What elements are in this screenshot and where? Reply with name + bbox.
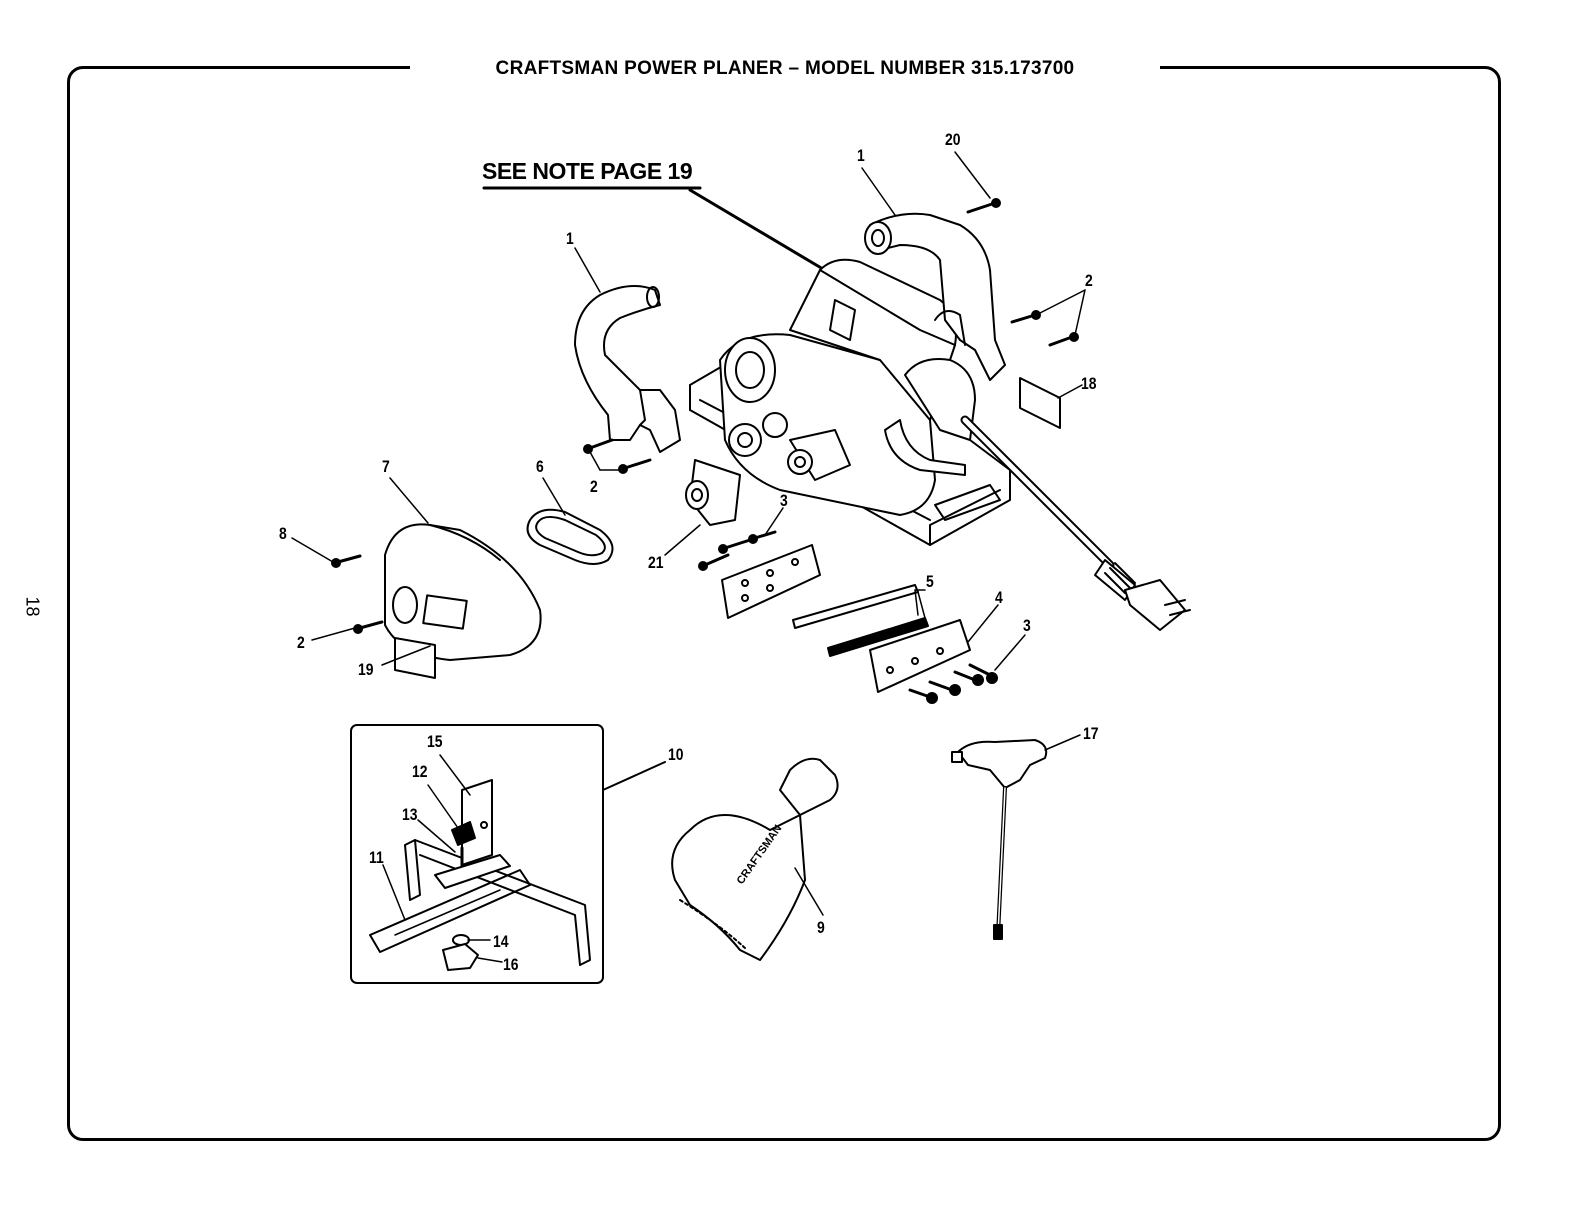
leader-10 [603, 762, 665, 790]
note-leader [484, 188, 828, 272]
callout-11: 11 [369, 848, 384, 868]
callout-10: 10 [668, 745, 684, 765]
callout-19: 19 [358, 660, 374, 680]
callout-5: 5 [926, 572, 934, 592]
callout-12: 12 [412, 762, 428, 782]
callout-14: 14 [493, 932, 509, 952]
label-18-decal [1020, 378, 1060, 428]
callout-18: 18 [1081, 374, 1097, 394]
blade-drum [686, 460, 740, 525]
callout-17: 17 [1083, 724, 1099, 744]
callout-9: 9 [817, 918, 825, 938]
callout-6: 6 [536, 457, 544, 477]
callout-4: 4 [995, 588, 1003, 608]
callout-1-front-handle: 1 [566, 229, 574, 249]
callout-15: 15 [427, 732, 443, 752]
callout-2-rear: 2 [1085, 271, 1093, 291]
callout-20: 20 [945, 130, 961, 150]
callout-2-cover: 2 [297, 633, 305, 653]
edge-guide-inset [351, 725, 603, 983]
drive-belt [528, 510, 613, 564]
callout-16: 16 [503, 955, 519, 975]
callout-3-upper: 3 [780, 491, 788, 511]
callout-1-rear-handle: 1 [857, 146, 865, 166]
callout-3-lower: 3 [1023, 616, 1031, 636]
hex-key [952, 740, 1046, 939]
callout-21: 21 [648, 553, 664, 573]
callout-8: 8 [279, 524, 287, 544]
callout-13: 13 [402, 805, 418, 825]
front-handle [575, 286, 680, 452]
callout-2-front: 2 [590, 477, 598, 497]
callout-7: 7 [382, 457, 390, 477]
dust-bag: CRAFTSMAN [672, 759, 837, 960]
blade-holder-upper [722, 545, 820, 618]
